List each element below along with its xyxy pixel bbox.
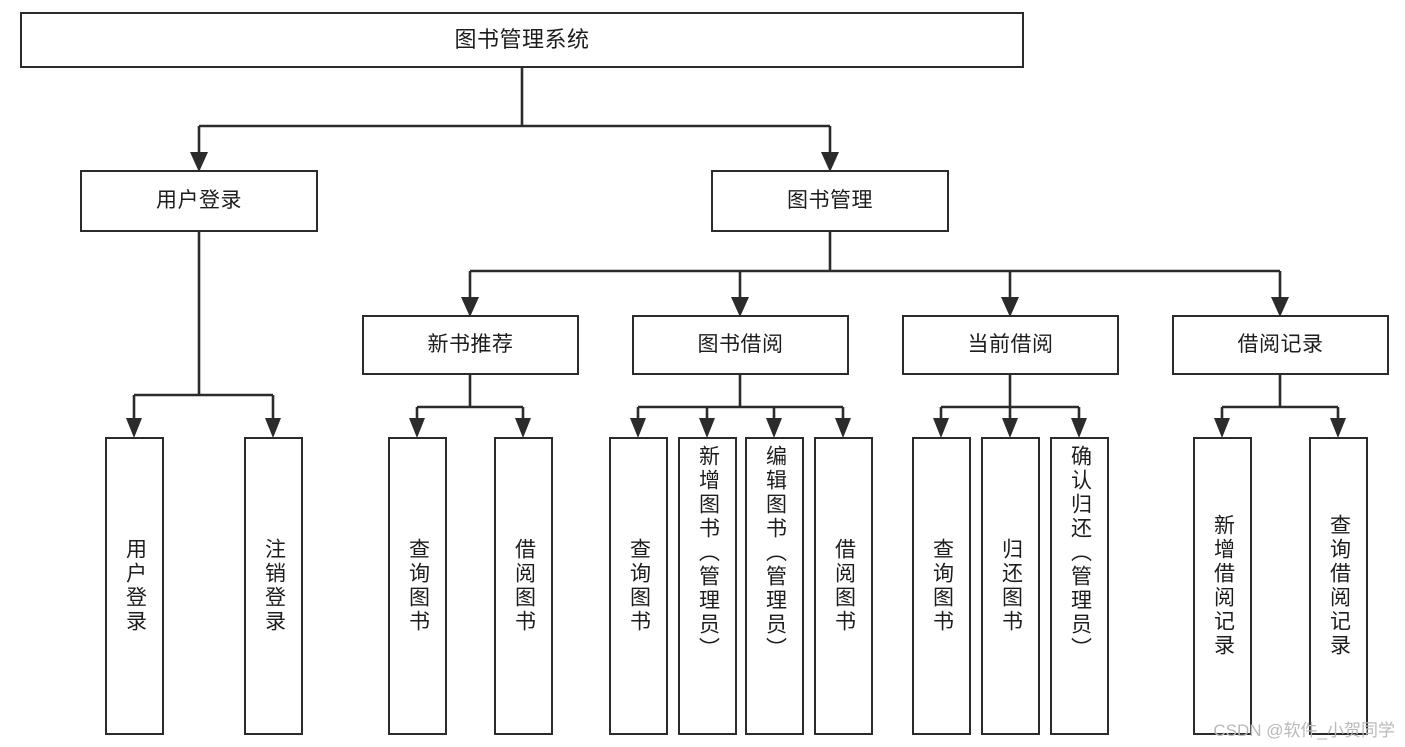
leaf-current-borrow-query[interactable]: 查询图书 [912,437,971,735]
leaf-book-borrow-lend[interactable]: 借阅图书 [814,437,873,735]
leaf-text-wrap: 查询图书 [611,439,666,733]
leaf-text-wrap: 确认归还（管理员） [1052,439,1107,733]
leaf-text-wrap: 新增图书（管理员） [680,439,735,733]
node-current-borrow[interactable]: 当前借阅 [902,315,1119,375]
leaf-label: 借阅图书 [512,538,536,634]
leaf-label: 查询图书 [406,538,430,634]
leaf-label: 归还图书 [999,538,1023,634]
leaf-book-borrow-query[interactable]: 查询图书 [609,437,668,735]
node-root-system[interactable]: 图书管理系统 [20,12,1024,68]
node-user-login[interactable]: 用户登录 [80,170,318,232]
leaf-label: 查询图书 [930,538,954,634]
leaf-text-wrap: 用户登录 [107,439,162,733]
leaf-text-wrap: 归还图书 [983,439,1038,733]
leaf-current-borrow-confirm[interactable]: 确认归还（管理员） [1050,437,1109,735]
leaf-label: 新增借阅记录 [1211,514,1235,658]
leaf-label: 查询借阅记录 [1327,514,1351,658]
watermark-text: CSDN @软件_小贺同学 [1213,721,1395,740]
leaf-text-wrap: 借阅图书 [496,439,551,733]
leaf-new-book-borrow[interactable]: 借阅图书 [494,437,553,735]
leaf-text-wrap: 查询图书 [914,439,969,733]
leaf-borrow-record-add[interactable]: 新增借阅记录 [1193,437,1252,735]
node-new-book-recommend[interactable]: 新书推荐 [362,315,579,375]
leaf-text-wrap: 注销登录 [246,439,301,733]
leaf-user-login-logout[interactable]: 注销登录 [244,437,303,735]
leaf-new-book-query[interactable]: 查询图书 [388,437,447,735]
node-borrow-record[interactable]: 借阅记录 [1172,315,1389,375]
leaf-label: 借阅图书 [832,538,856,634]
node-book-borrow[interactable]: 图书借阅 [632,315,849,375]
leaf-label: 查询图书 [627,538,651,634]
leaf-borrow-record-query[interactable]: 查询借阅记录 [1309,437,1368,735]
leaf-text-wrap: 编辑图书（管理员） [747,439,802,733]
leaf-label: 注销登录 [262,538,286,634]
leaf-label: 用户登录 [123,538,147,634]
leaf-text-wrap: 借阅图书 [816,439,871,733]
leaf-text-wrap: 新增借阅记录 [1195,439,1250,733]
leaf-label: 确认归还（管理员） [1068,445,1092,661]
leaf-text-wrap: 查询图书 [390,439,445,733]
leaf-current-borrow-return[interactable]: 归还图书 [981,437,1040,735]
leaf-book-borrow-edit[interactable]: 编辑图书（管理员） [745,437,804,735]
leaf-label: 编辑图书（管理员） [763,445,787,661]
leaf-label: 新增图书（管理员） [696,445,720,661]
leaf-text-wrap: 查询借阅记录 [1311,439,1366,733]
leaf-user-login-login[interactable]: 用户登录 [105,437,164,735]
node-book-management[interactable]: 图书管理 [711,170,949,232]
leaf-book-borrow-add[interactable]: 新增图书（管理员） [678,437,737,735]
